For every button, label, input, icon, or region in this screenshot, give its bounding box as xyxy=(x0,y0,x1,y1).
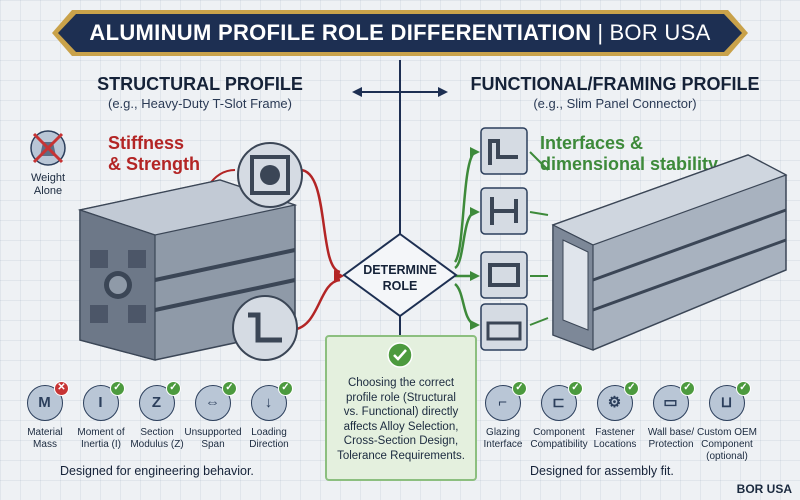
functional-profile-illustration xyxy=(551,154,788,351)
interfaces-label: Interfaces & dimensional stability xyxy=(540,133,719,174)
stiffness-strength-label: Stiffness & Strength xyxy=(108,133,200,174)
functional-subheading: (e.g., Slim Panel Connector) xyxy=(533,96,697,111)
icon-glyph: ⊔ xyxy=(720,393,733,411)
structural-subheading: (e.g., Heavy-Duty T-Slot Frame) xyxy=(108,96,292,111)
icon-glyph: ⚙ xyxy=(607,393,622,411)
check-badge-icon: ✓ xyxy=(222,381,237,396)
decision-label: DETERMINE ROLE xyxy=(363,263,437,293)
icon-glyph: Z xyxy=(151,393,162,411)
component-icon: ⊏ xyxy=(541,385,577,421)
icon-glyph: ↓ xyxy=(264,393,273,411)
decision-diamond xyxy=(342,232,458,318)
structural-heading: STRUCTURAL PROFILE xyxy=(97,74,303,94)
check-badge-icon: ✓ xyxy=(278,381,293,396)
check-badge-icon: ✓ xyxy=(680,381,695,396)
functional-footer: Designed for assembly fit. xyxy=(530,464,674,478)
icon-glyph: ⇔ xyxy=(205,393,220,411)
glazing-icon: ⌐ xyxy=(485,385,521,421)
check-badge-icon: ✓ xyxy=(736,381,751,396)
i-beam-icon: I xyxy=(83,385,119,421)
callout-text: Choosing the correct profile role (Struc… xyxy=(337,377,465,462)
criterion-label: Wall base/Protection xyxy=(647,427,695,450)
banner-title: ALUMINUM PROFILE ROLE DIFFERENTIATION | … xyxy=(50,8,750,58)
icon-glyph: M xyxy=(38,393,51,411)
check-circle-icon xyxy=(387,342,413,368)
x-badge-icon: ✕ xyxy=(54,381,69,396)
structural-profile-illustration xyxy=(77,142,303,361)
icon-glyph: ⊏ xyxy=(552,393,565,411)
check-badge-icon: ✓ xyxy=(512,381,527,396)
functional-detail-panels xyxy=(480,127,528,351)
check-badge-icon: ✓ xyxy=(624,381,639,396)
check-badge-icon: ✓ xyxy=(568,381,583,396)
icon-glyph: I xyxy=(98,393,103,411)
title-separator: | xyxy=(597,20,604,45)
role-callout-box xyxy=(325,335,477,481)
load-arrow-icon: ↓ xyxy=(251,385,287,421)
icon-glyph: ▭ xyxy=(663,393,678,411)
weight-crossed-icon xyxy=(30,130,66,166)
title-banner xyxy=(52,10,748,56)
brand-logo: BOR USA xyxy=(736,482,792,496)
functional-heading: FUNCTIONAL/FRAMING PROFILE xyxy=(470,74,760,94)
page-title: ALUMINUM PROFILE ROLE DIFFERENTIATION xyxy=(89,20,592,45)
structural-footer: Designed for engineering behavior. xyxy=(60,464,254,478)
check-badge-icon: ✓ xyxy=(166,381,181,396)
structural-heading-block: STRUCTURAL PROFILE (e.g., Heavy-Duty T-S… xyxy=(70,74,330,111)
check-badge-icon: ✓ xyxy=(110,381,125,396)
functional-heading-block: FUNCTIONAL/FRAMING PROFILE (e.g., Slim P… xyxy=(450,74,780,111)
icon-glyph: ⌐ xyxy=(498,393,507,411)
brand-name: BOR USA xyxy=(609,20,711,45)
weight-alone-label: Weight Alone xyxy=(30,172,66,197)
